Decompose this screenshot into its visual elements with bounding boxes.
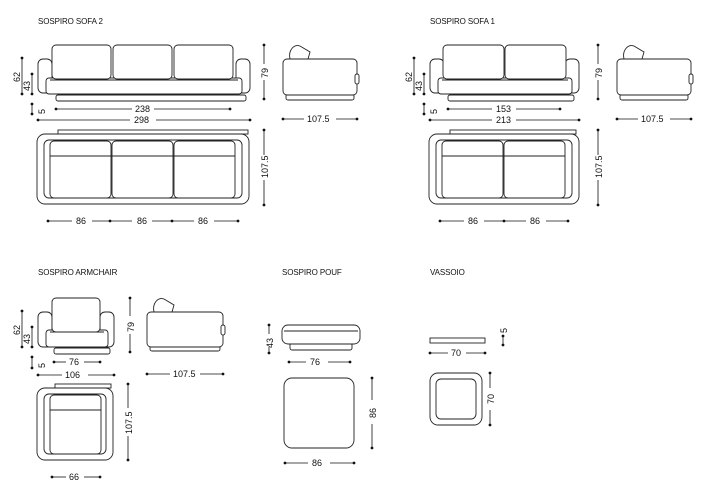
title-sofa2: SOSPIRO SOFA 2 (38, 17, 103, 26)
armchair-top-view (36, 383, 114, 461)
sofa1-dim-seat1: 86 (468, 216, 478, 226)
sofa2-top-dims (46, 128, 266, 223)
sofa1-height-dims (412, 56, 426, 116)
armchair-dim-depth-side: 107.5 (173, 369, 196, 379)
sofa1-top-dims (438, 128, 600, 223)
sofa1-top-view (428, 129, 580, 205)
sofa2-dim-seat2: 86 (137, 216, 147, 226)
title-pouf: SOSPIRO POUF (282, 268, 342, 277)
armchair-dim-depth-top: 107.5 (124, 411, 134, 434)
armchair-top-dims (50, 382, 130, 479)
armchair-front-view (37, 297, 115, 355)
armchair-side-view (146, 298, 226, 352)
sofa1-dim-h-total: 79 (594, 68, 604, 78)
sofa2-dim-depth-side: 107.5 (307, 114, 330, 124)
sofa2-top-view (36, 129, 250, 205)
sofa2-dim-seat1: 86 (76, 216, 86, 226)
armchair-side-dims (128, 296, 225, 376)
sofa2-side-dims (262, 43, 359, 121)
tray-top-view (429, 372, 483, 426)
sofa1-dim-seat2: 86 (530, 216, 540, 226)
sofa2-front-view (37, 44, 251, 102)
sofa1-dim-depth-side: 107.5 (641, 114, 664, 124)
sofa2-dim-h-base: 5 (37, 109, 47, 114)
sofa2-dim-inner: 238 (135, 104, 150, 114)
tray-dim-height: 5 (499, 328, 509, 333)
armchair-dim-h-total: 79 (126, 322, 136, 332)
pouf-dim-height: 43 (265, 338, 275, 348)
armchair-dim-h-seat: 43 (22, 334, 32, 344)
sofa2-height-dims (20, 56, 34, 116)
pouf-dim-width-front: 76 (310, 357, 320, 367)
armchair-dim-h-arm: 62 (12, 325, 22, 335)
armchair-dim-h-base: 5 (37, 363, 47, 368)
tray-top-dims (488, 371, 492, 427)
sofa2-dim-h-arm: 62 (12, 72, 22, 82)
title-tray: VASSOIO (430, 268, 465, 277)
tray-dim-depth-top: 70 (486, 394, 496, 404)
armchair-dim-inner: 76 (69, 357, 79, 367)
sofa2-dim-outer: 298 (134, 115, 149, 125)
pouf-front-view (281, 324, 361, 351)
sofa2-dim-seat3: 86 (198, 216, 208, 226)
armchair-dim-outer: 106 (65, 370, 80, 380)
sofa1-side-view (616, 45, 694, 101)
pouf-front-dims (267, 323, 352, 364)
sofa2-dim-h-total: 79 (260, 68, 270, 78)
pouf-dim-width-top: 86 (312, 458, 322, 468)
tray-dim-width-front: 70 (451, 348, 461, 358)
sofa2-width-dims (36, 107, 252, 122)
armchair-width-dims (36, 360, 116, 377)
sofa2-side-view (282, 45, 360, 101)
pouf-top-dims (283, 376, 374, 465)
sofa1-side-dims (596, 43, 693, 121)
title-sofa1: SOSPIRO SOFA 1 (430, 17, 495, 26)
sofa1-dim-h-seat: 43 (414, 81, 424, 91)
pouf-dim-depth-top: 86 (368, 408, 378, 418)
tray-front-dims (428, 334, 505, 355)
sofa1-front-view (429, 44, 580, 102)
sofa1-dim-h-arm: 62 (404, 72, 414, 82)
armchair-dim-seat: 66 (69, 472, 79, 482)
sofa1-width-dims (428, 107, 581, 122)
sofa2-dim-depth-top: 107.5 (260, 155, 270, 178)
pouf-top-view (283, 377, 355, 449)
tray-front-view (429, 337, 486, 344)
title-armchair: SOSPIRO ARMCHAIR (38, 268, 118, 277)
armchair-height-dims (20, 309, 34, 370)
sofa1-dim-depth-top: 107.5 (594, 155, 604, 178)
sofa1-dim-outer: 213 (496, 115, 511, 125)
sofa2-dim-h-seat: 43 (22, 81, 32, 91)
sofa1-dim-inner: 153 (496, 104, 511, 114)
sofa1-dim-h-base: 5 (429, 109, 439, 114)
